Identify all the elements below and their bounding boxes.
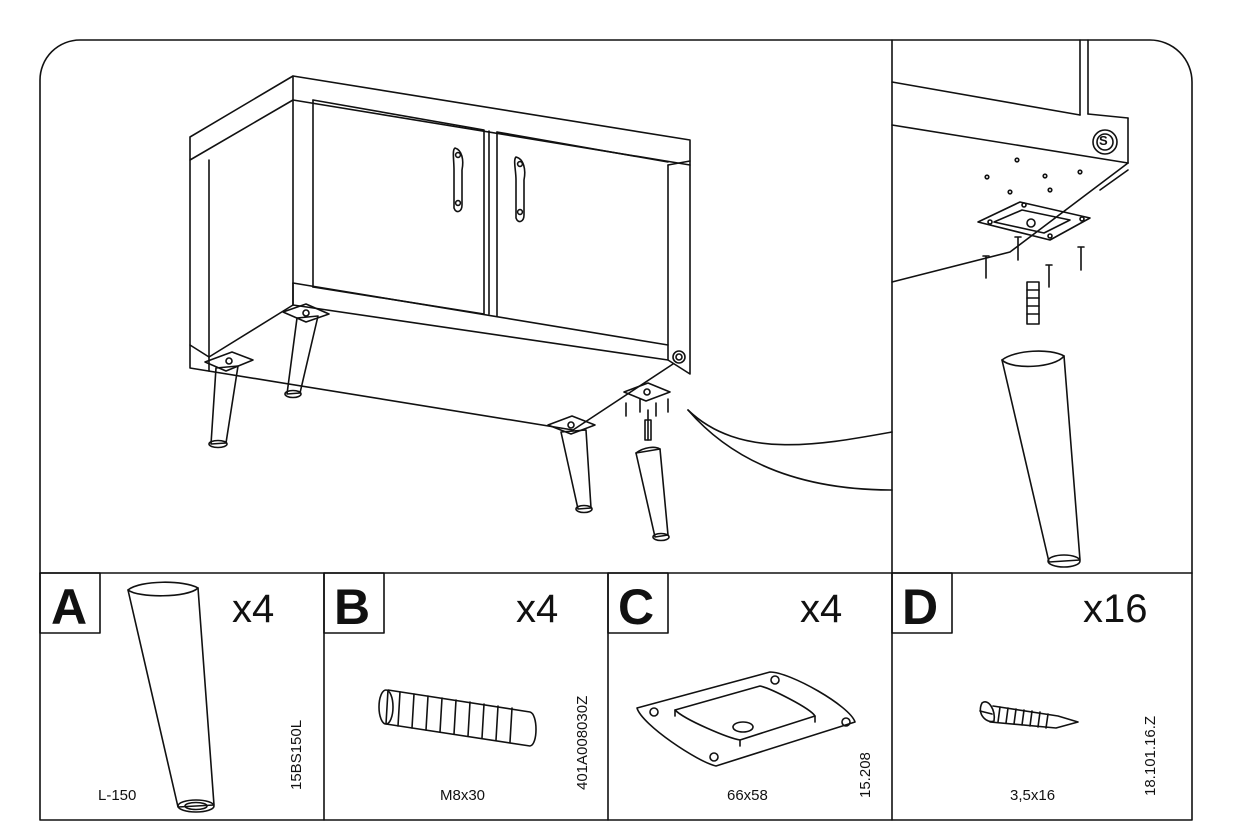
part-letter-a: A bbox=[51, 579, 88, 635]
sheet-frame bbox=[39, 39, 1193, 821]
threaded-bolt-part bbox=[378, 689, 537, 747]
part-size-c: 66x58 bbox=[727, 787, 768, 804]
part-size-b: M8x30 bbox=[440, 787, 486, 804]
part-qty-c: x4 bbox=[800, 587, 843, 631]
part-qty-d: x16 bbox=[1083, 587, 1148, 631]
part-qty-a: x4 bbox=[232, 587, 275, 631]
wood-screw-part bbox=[979, 701, 1079, 729]
cabinet-illustration bbox=[189, 75, 691, 542]
part-letter-c: C bbox=[618, 579, 655, 635]
part-size-a: L-150 bbox=[98, 787, 137, 804]
mounting-plate-part bbox=[636, 671, 856, 767]
part-code-b: 401A008030Z bbox=[574, 695, 591, 790]
part-qty-b: x4 bbox=[516, 587, 559, 631]
part-code-a: 15BS150L bbox=[288, 719, 305, 790]
part-size-d: 3,5x16 bbox=[1010, 787, 1056, 804]
part-letter-d: D bbox=[902, 579, 939, 635]
tapered-leg-part bbox=[127, 581, 215, 813]
part-code-d: 18.101.16.Z bbox=[1142, 715, 1159, 796]
part-code-c: 15.208 bbox=[857, 752, 874, 798]
detail-illustration bbox=[891, 39, 1129, 568]
part-letter-b: B bbox=[334, 579, 371, 635]
brand-logo-letter: S bbox=[1099, 133, 1108, 148]
